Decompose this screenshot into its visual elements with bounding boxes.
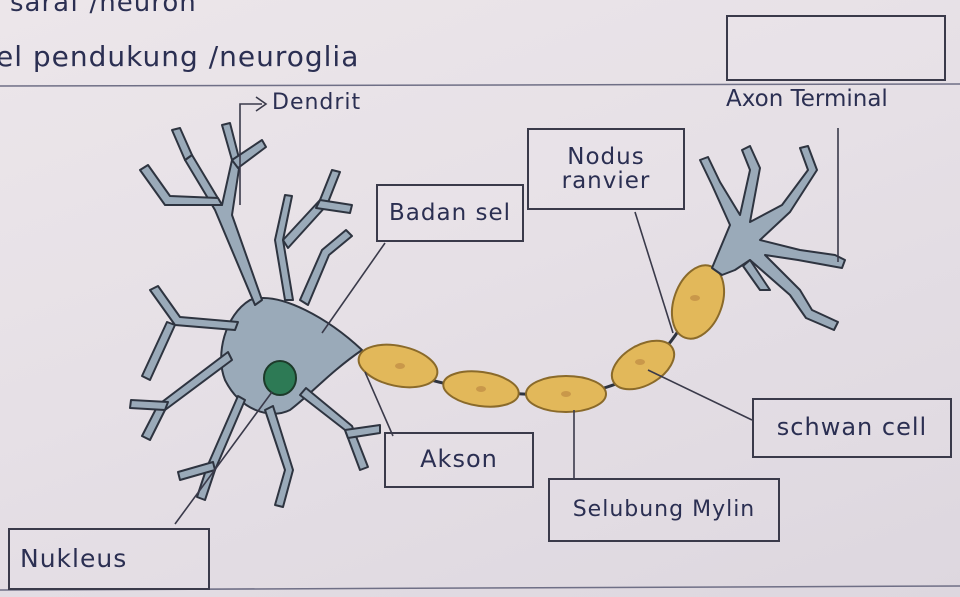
nucleus-organelle [264, 361, 296, 395]
label-nodus-ranvier-line-2: ranvier [562, 169, 651, 193]
label-schwan-cell: schwan cell [752, 398, 952, 458]
label-nukleus: Nukleus [8, 528, 210, 590]
label-nodus-ranvier: Nodus ranvier [527, 128, 685, 210]
empty-answer-box [726, 15, 946, 81]
label-axon-terminal: Axon Terminal [726, 86, 888, 112]
label-badan-sel: Badan sel [376, 184, 524, 242]
label-nodus-ranvier-line-1: Nodus [567, 145, 644, 169]
neuron-cell-body [130, 123, 380, 507]
label-akson: Akson [384, 432, 534, 488]
label-selubung-mylin: Selubung Mylin [548, 478, 780, 542]
label-dendrit: Dendrit [272, 90, 361, 115]
